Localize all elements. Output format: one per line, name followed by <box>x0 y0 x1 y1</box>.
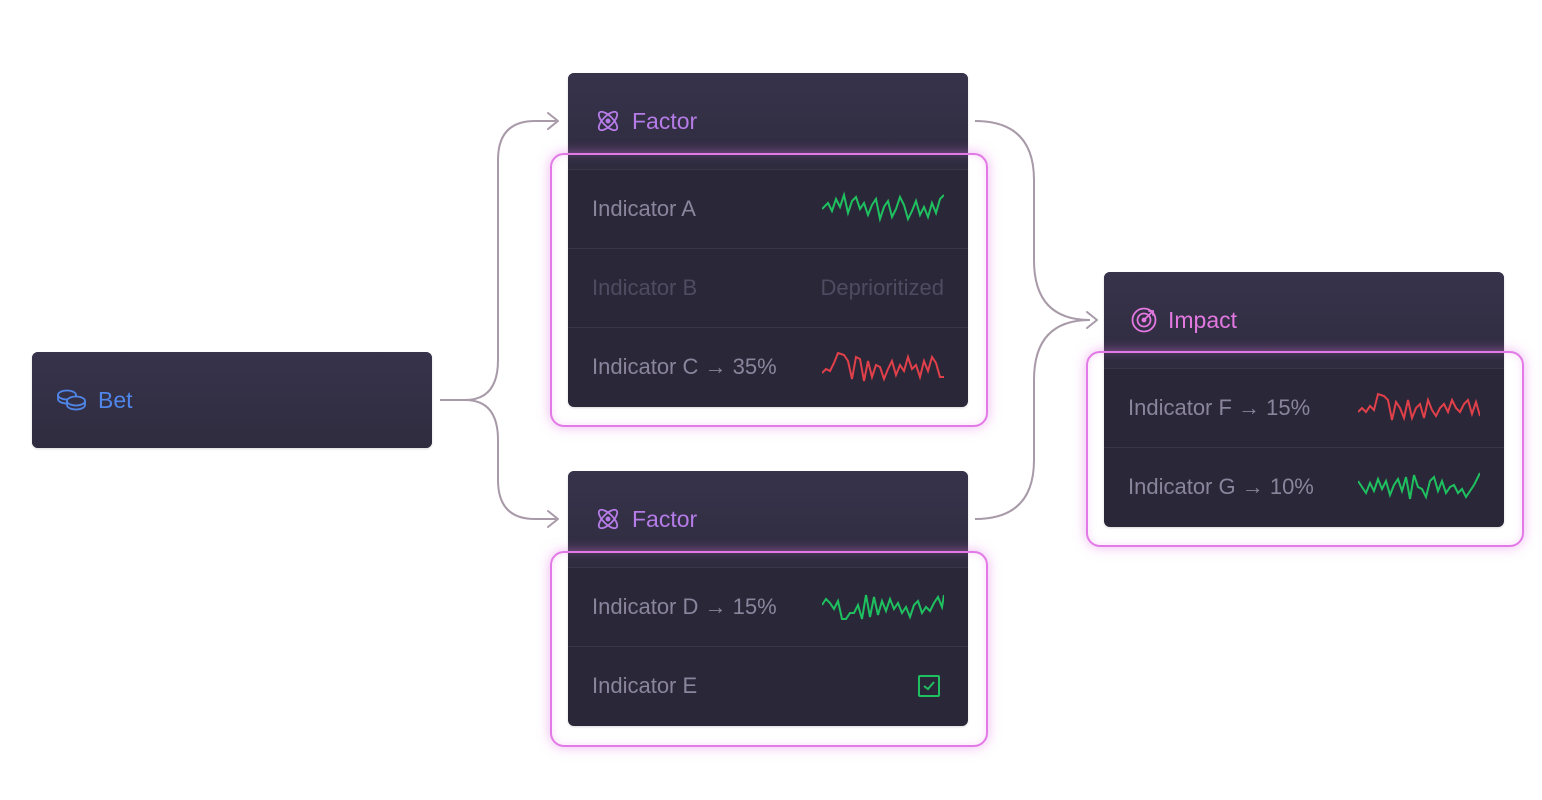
indicator-label: Indicator A <box>592 196 696 221</box>
atom-icon <box>594 107 622 135</box>
indicator-label: Indicator E <box>592 673 698 698</box>
target-icon <box>1130 306 1158 334</box>
indicator-row[interactable]: Indicator D → 15% <box>568 567 968 646</box>
indicator-row[interactable]: Indicator F → 15% <box>1104 368 1504 447</box>
coins-icon <box>56 387 88 413</box>
checkbox-checked-icon[interactable] <box>918 675 940 697</box>
bet-label: Bet <box>98 386 133 413</box>
factor-title: Factor <box>632 107 698 134</box>
factor-header: Factor <box>568 73 968 169</box>
factor-header: Factor <box>568 471 968 567</box>
indicator-label: Indicator G → 10% <box>1128 474 1314 499</box>
sparkline-green <box>822 191 944 223</box>
indicator-label: Indicator D → 15% <box>592 594 777 619</box>
impact-card[interactable]: Impact Indicator F → 15% Indicator G → 1… <box>1104 272 1504 527</box>
sparkline-red <box>1358 392 1480 422</box>
status-label: Deprioritized <box>820 275 945 300</box>
indicator-label: Indicator F → 15% <box>1128 395 1311 420</box>
indicator-row[interactable]: Indicator E <box>568 646 968 725</box>
factor-card-bottom[interactable]: Factor Indicator D → 15% Indicator E <box>568 471 968 726</box>
indicator-row[interactable]: Indicator G → 10% <box>1104 447 1504 526</box>
indicator-row[interactable]: Indicator C → 35% <box>568 327 968 406</box>
indicator-row[interactable]: Indicator A <box>568 169 968 248</box>
sparkline-green <box>822 594 944 620</box>
sparkline-red <box>822 351 944 382</box>
indicator-label: Indicator C → 35% <box>592 354 777 379</box>
bet-card[interactable]: Bet <box>32 352 432 448</box>
impact-header: Impact <box>1104 272 1504 368</box>
factor-title: Factor <box>632 505 698 532</box>
indicator-label: Indicator B <box>592 275 698 300</box>
impact-title: Impact <box>1168 306 1238 333</box>
indicator-row[interactable]: Indicator B Deprioritized <box>568 248 968 327</box>
sparkline-green <box>1358 472 1480 500</box>
atom-icon <box>594 505 622 533</box>
factor-card-top[interactable]: Factor Indicator A Indicator B Depriorit… <box>568 73 968 407</box>
